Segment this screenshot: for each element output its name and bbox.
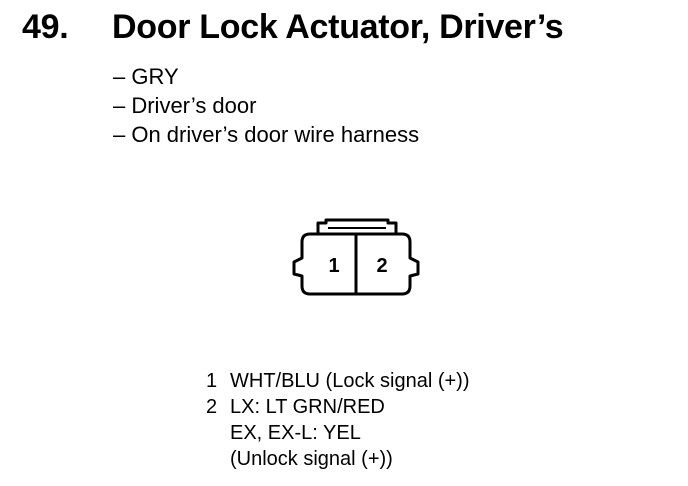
pin-number: 1 bbox=[206, 370, 218, 392]
detail-location: – Driver’s door bbox=[113, 93, 257, 118]
detail-color: – GRY bbox=[113, 64, 179, 89]
pin-description-line: WHT/BLU (Lock signal (+)) bbox=[230, 370, 470, 392]
pin-description: WHT/BLU (Lock signal (+)) bbox=[230, 368, 470, 394]
connector-pin-1-label: 1 bbox=[328, 255, 339, 277]
pin-description-line: (Unlock signal (+)) bbox=[230, 448, 393, 470]
pin-description-line: EX, EX-L: YEL bbox=[230, 422, 361, 444]
pin-row-1: 1 WHT/BLU (Lock signal (+)) bbox=[206, 368, 470, 394]
connector-pin-2-label: 2 bbox=[376, 255, 387, 277]
pin-row-2: 2 LX: LT GRN/RED EX, EX-L: YEL (Unlock s… bbox=[206, 394, 470, 472]
section-title: Door Lock Actuator, Driver’s bbox=[112, 8, 564, 46]
detail-harness: – On driver’s door wire harness bbox=[113, 122, 420, 147]
connector-latch bbox=[316, 218, 398, 234]
pin-descriptions: 1 WHT/BLU (Lock signal (+)) 2 LX: LT GRN… bbox=[206, 368, 470, 472]
connector-body bbox=[292, 232, 420, 296]
section-number: 49. bbox=[22, 8, 69, 46]
section-heading: 49. Door Lock Actuator, Driver’s bbox=[22, 8, 564, 47]
connector-diagram: 1 2 bbox=[292, 218, 420, 296]
pin-description-line: LX: LT GRN/RED bbox=[230, 396, 385, 418]
pin-description: LX: LT GRN/RED EX, EX-L: YEL (Unlock sig… bbox=[230, 394, 393, 472]
component-details: – GRY – Driver’s door – On driver’s door… bbox=[113, 62, 419, 149]
pin-number: 2 bbox=[206, 396, 218, 418]
